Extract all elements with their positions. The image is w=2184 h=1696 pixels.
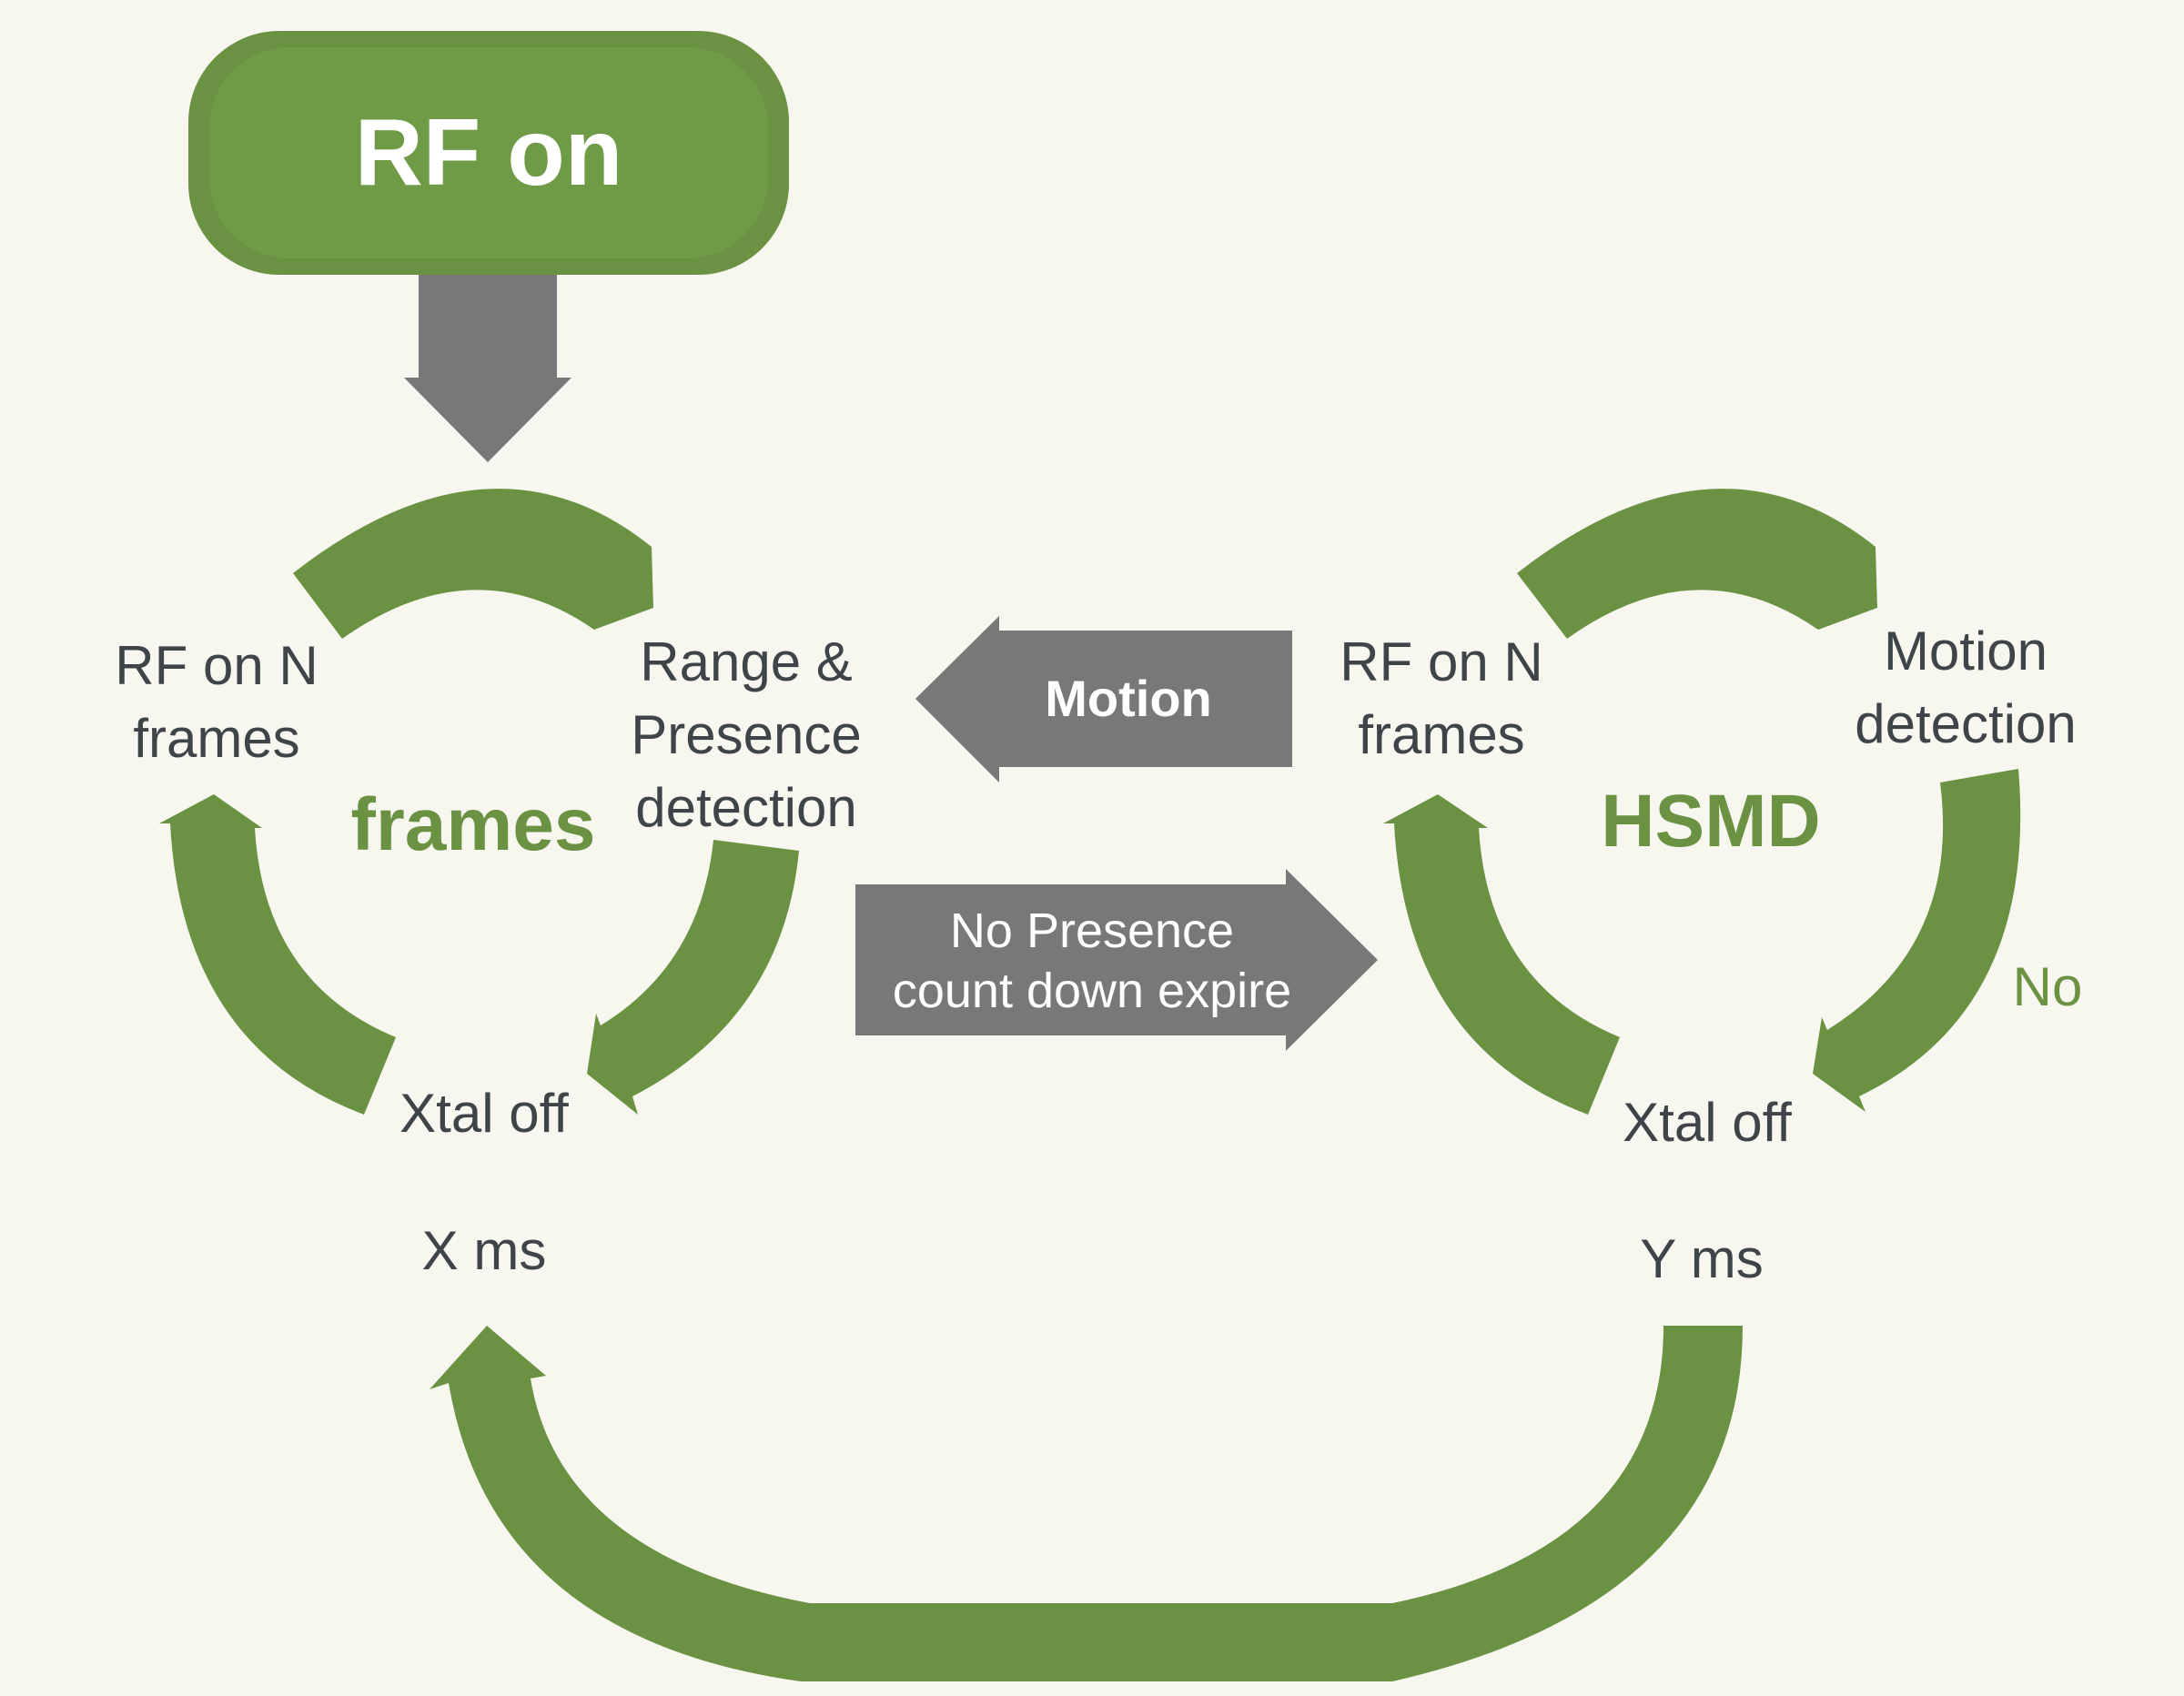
left-xtal-off-label: Xtal off: [399, 1083, 569, 1144]
right-duration-label: Y ms: [1640, 1228, 1764, 1289]
no-presence-arrow-text: No Presence count down expire: [892, 904, 1292, 1018]
motion-arrow-label: Motion: [1045, 670, 1212, 727]
left-range-presence-text: Range & Presence detection: [631, 631, 862, 838]
left-loop-center-label: frames: [350, 783, 596, 866]
right-motion-detection-text: Motion detection: [1855, 621, 2077, 754]
left-duration-label: X ms: [421, 1220, 547, 1281]
no-presence-arrow-label: No Presence count down expire: [855, 901, 1329, 1021]
right-loop-bottom-arrow: [1383, 794, 1620, 1115]
right-loop-right-arrow: [1813, 769, 2021, 1112]
right-xtal-off-label: Xtal off: [1623, 1092, 1792, 1153]
right-motion-detection-label: Motion detection: [1820, 615, 2111, 761]
left-rf-on-text: RF on N frames: [115, 635, 318, 769]
left-loop-bottom-arrow: [159, 794, 396, 1115]
start-node-highlight: [209, 47, 768, 258]
right-rf-on-text: RF on N frames: [1340, 631, 1543, 765]
return-arrow: [430, 1326, 1743, 1681]
right-no-label: No: [2012, 956, 2083, 1017]
left-loop-top-arrow: [293, 489, 653, 639]
right-loop-center-label: HSMD: [1601, 780, 1821, 863]
left-range-presence-label: Range & Presence detection: [601, 626, 892, 844]
right-loop-top-arrow: [1517, 489, 1877, 639]
motion-arrow: [915, 616, 1292, 782]
right-rf-on-label: RF on N frames: [1305, 626, 1578, 772]
left-rf-on-label: RF on N frames: [80, 630, 353, 775]
no-presence-arrow: [855, 869, 1378, 1051]
left-loop-right-arrow: [587, 840, 799, 1115]
start-down-arrow: [404, 275, 571, 462]
start-label: RF on: [354, 100, 623, 206]
